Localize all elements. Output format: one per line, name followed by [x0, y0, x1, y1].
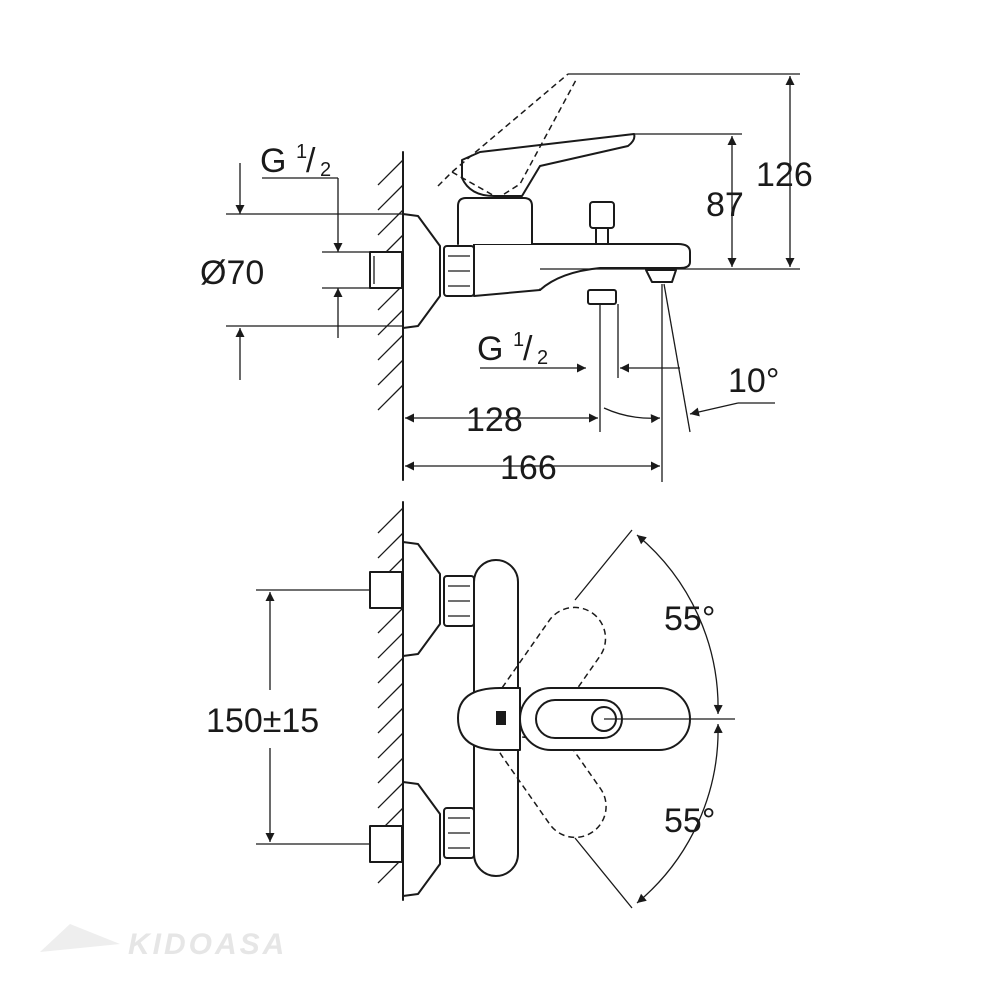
svg-text:/: / — [306, 142, 316, 180]
side-view — [226, 73, 800, 482]
inlet-upper — [369, 571, 403, 609]
indicator-mark — [496, 711, 506, 725]
lever-raised-dashed — [437, 73, 577, 199]
label-depth-total: 166 — [500, 449, 557, 487]
dimension-labels: G 1 / 2 Ø70 G 1 / 2 126 87 128 166 10° 1… — [200, 141, 813, 840]
rosette — [402, 213, 441, 329]
front-view — [256, 501, 735, 909]
label-angle-spout: 10° — [728, 362, 779, 400]
diverter-stem — [595, 227, 609, 245]
label-angle-up: 55° — [664, 600, 715, 638]
label-thread-top-num: 1 — [296, 141, 307, 163]
inlet-fitting — [369, 251, 403, 289]
inlet-lower — [369, 825, 403, 863]
watermark: KIDOASA — [40, 924, 287, 961]
cartridge-column — [457, 197, 533, 245]
label-height-lever: 87 — [706, 186, 744, 224]
shower-outlet — [587, 289, 617, 305]
label-depth-outlet: 128 — [466, 401, 523, 439]
label-thread-bottom-num: 1 — [513, 329, 524, 351]
angle-arc-down — [636, 723, 723, 904]
label-thread-bottom-den: 2 — [537, 347, 548, 369]
spout — [519, 243, 691, 291]
svg-text:/: / — [523, 330, 533, 368]
watermark-text: KIDOASA — [128, 928, 287, 961]
rosette-lower — [402, 781, 441, 897]
label-diameter: Ø70 — [200, 254, 264, 292]
spout-outlet — [645, 269, 677, 283]
label-thread-top-den: 2 — [320, 159, 331, 181]
rosette-upper — [402, 541, 441, 657]
angle-arc-up — [636, 534, 723, 715]
lever-handle — [461, 133, 636, 197]
diverter-knob — [589, 201, 615, 229]
label-thread-bottom: G — [477, 330, 503, 368]
label-center-distance: 150±15 — [206, 702, 319, 740]
label-thread-top: G — [260, 142, 286, 180]
label-height-total: 126 — [756, 156, 813, 194]
watermark-logo-icon — [40, 924, 120, 952]
cartridge-front — [457, 687, 521, 751]
label-angle-down: 55° — [664, 802, 715, 840]
